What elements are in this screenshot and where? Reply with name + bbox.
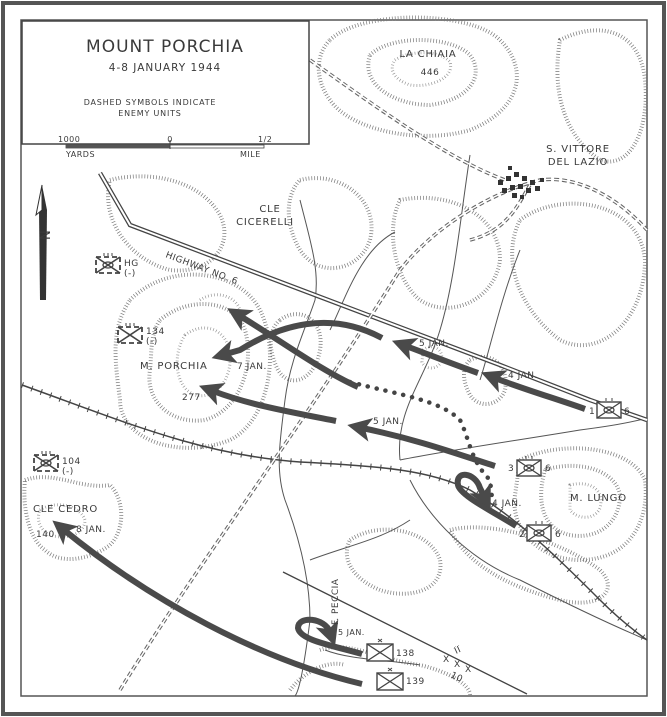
scale-bar: [65, 140, 265, 149]
north-arrow-icon: [35, 184, 47, 300]
arrow-8jan: [52, 520, 363, 687]
enemy-unit-size: (-): [124, 269, 136, 279]
date-label: 8 JAN.: [76, 525, 106, 535]
legend-box: [21, 20, 310, 145]
enemy-unit-size: (-): [146, 337, 158, 347]
arrow-porchia-north: [227, 308, 360, 390]
date-label: 5 JAN.: [338, 628, 365, 637]
arrow-277: [198, 382, 337, 424]
elevation-446: 446: [421, 68, 440, 78]
scale-right-unit: MILE: [240, 150, 261, 159]
friendly-unit-138: [366, 638, 394, 662]
river-f-peccia: F. PECCIA: [331, 578, 341, 625]
place-cicerelli: CICERELLI: [236, 217, 294, 228]
map-title: MOUNT PORCHIA: [86, 37, 244, 57]
attack-arrows: [52, 308, 587, 687]
unit-company: 3: [508, 464, 514, 474]
place-m-porchia: M. PORCHIA: [140, 361, 208, 372]
enemy-unit-104: [33, 451, 59, 472]
arrow-1-6-4jan: [481, 370, 587, 412]
highway-6: [98, 171, 648, 423]
map-frame: [20, 19, 648, 697]
date-label: 5 JAN.: [373, 417, 403, 427]
arrow-7jan: [211, 319, 384, 364]
enemy-unit-label: HG: [124, 259, 139, 269]
unit-regiment: 6: [555, 530, 561, 540]
enemy-unit-134: [117, 323, 143, 344]
legend-note-2: ENEMY UNITS: [118, 109, 181, 118]
unit-company: 1: [589, 407, 595, 417]
place-cle: CLE: [259, 204, 280, 215]
date-label: 7 JAN.: [237, 362, 267, 372]
town-s-vittore: [498, 166, 544, 199]
arrow-138-5jan: [294, 616, 363, 657]
corps-boundary-line: [282, 571, 528, 695]
enemy-unit-label: 134: [146, 327, 165, 337]
date-label: 4 JAN.: [492, 499, 522, 509]
boundary-x: X: [443, 655, 450, 665]
boundary-x: X: [454, 660, 461, 670]
map-subtitle: 4-8 JANUARY 1944: [109, 62, 221, 74]
scale-left: 1000: [58, 135, 80, 144]
highway-label: HIGHWAY NO. 6: [164, 250, 239, 287]
arrow-3-6-5jan: [347, 418, 496, 469]
date-label: 5 JAN.: [419, 339, 449, 349]
elevation-277: 277: [182, 393, 201, 403]
unit-company: 2: [519, 530, 525, 540]
date-label: 4 JAN.: [508, 371, 538, 381]
enemy-unit-size: (-): [62, 467, 74, 477]
friendly-unit-1-6: [596, 398, 622, 419]
legend-note-1: DASHED SYMBOLS INDICATE: [84, 98, 217, 107]
streams: [278, 154, 648, 697]
unit-regiment: 6: [545, 464, 551, 474]
scale-mid: 0: [167, 135, 173, 144]
boundary-corps-upper: II: [453, 645, 463, 657]
dotted-route: [347, 379, 495, 501]
unit-regiment: 138: [396, 649, 415, 659]
enemy-unit-label: 104: [62, 457, 81, 467]
place-m-lungo: M. LUNGO: [570, 493, 627, 504]
place-del-lazio: DEL LAZIO: [548, 157, 608, 168]
elevation-140: 140: [36, 530, 55, 540]
unit-regiment: 6: [624, 407, 630, 417]
unit-regiment: 139: [406, 677, 425, 687]
friendly-unit-2-6: [526, 521, 552, 542]
boundary-corps-lower: 10: [449, 671, 465, 685]
arrow-2-6-4jan: [454, 471, 518, 529]
scale-left-unit: YARDS: [65, 150, 95, 159]
place-s-vittore: S. VITTORE: [546, 144, 610, 155]
place-cle-cedro: CLE CEDRO: [33, 504, 98, 515]
north-label: N: [39, 230, 54, 240]
enemy-unit-hg: [95, 253, 121, 274]
place-la-chiaia: LA CHIAIA: [399, 49, 456, 60]
arrow-5jan-east: [391, 337, 479, 376]
friendly-unit-139: [376, 667, 404, 691]
boundary-x: X: [465, 665, 472, 675]
scale-right: 1/2: [258, 135, 272, 144]
friendly-unit-3-6: [516, 456, 542, 477]
railroad: [21, 384, 648, 641]
